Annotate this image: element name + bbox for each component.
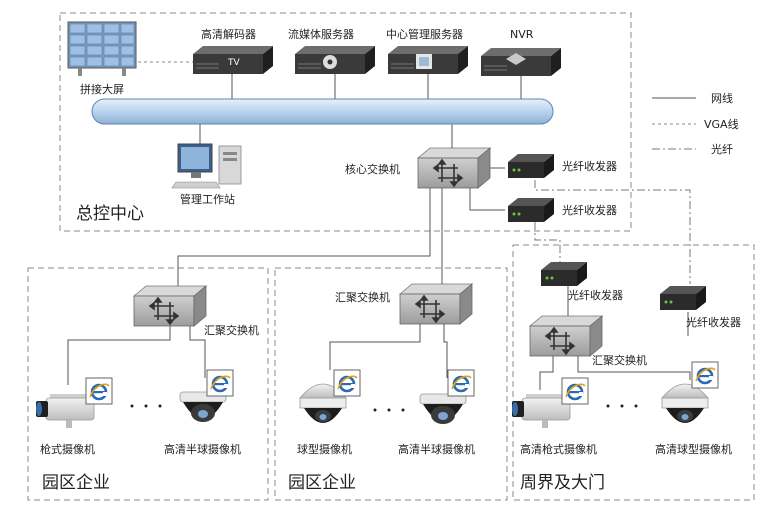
hd-gun-camera-label: 高清枪式摄像机 (520, 442, 597, 456)
nvr (480, 47, 562, 77)
hd-dome-camera (661, 360, 720, 424)
dots-zone1 (130, 404, 162, 408)
hd-decoder: TV (192, 45, 274, 75)
tv-badge: TV (227, 58, 240, 68)
mgmt-workstation (171, 143, 242, 189)
hd-decoder-label: 高清解码器 (201, 27, 256, 41)
optical-fibers (534, 180, 691, 284)
legend-vga-cable: VGA线 (704, 117, 739, 131)
fiber-transceiver-4 (660, 286, 706, 310)
backbone-bus (91, 98, 554, 125)
dots-zone3 (606, 404, 638, 408)
fiber-transceiver-3-label: 光纤收发器 (568, 288, 623, 302)
zone-control-center-label: 总控中心 (76, 204, 144, 224)
mgmt-workstation-label: 管理工作站 (180, 192, 235, 206)
aggregation-switch-3 (529, 315, 603, 357)
video-wall-label: 拼接大屏 (80, 82, 124, 96)
fiber-transceiver-2 (508, 198, 554, 222)
dome-camera-label: 球型摄像机 (297, 442, 352, 456)
legend-optical-fiber: 光纤 (711, 142, 733, 156)
hd-dome-camera-label: 高清球型摄像机 (655, 442, 732, 456)
aggregation-switch-1-label: 汇聚交换机 (204, 323, 259, 337)
hd-half-dome-camera-2 (419, 368, 476, 425)
hd-half-dome-camera-1 (179, 368, 235, 423)
zone-frames (27, 12, 755, 501)
aggregation-switch-2 (399, 283, 473, 325)
central-mgmt-server-label: 中心管理服务器 (386, 27, 463, 41)
fiber-transceiver-3 (541, 262, 587, 286)
hd-gun-camera (511, 376, 590, 429)
legend-network-cable: 网线 (711, 91, 733, 105)
dots-zone2 (373, 408, 405, 412)
network-cables (67, 72, 691, 390)
gun-camera (35, 376, 114, 429)
central-mgmt-server (387, 45, 469, 75)
aggregation-switch-2-label: 汇聚交换机 (335, 290, 390, 304)
aggregation-switch-1 (133, 285, 207, 327)
streaming-server-label: 流媒体服务器 (288, 27, 354, 41)
legend (652, 97, 696, 150)
gun-camera-label: 枪式摄像机 (40, 442, 95, 456)
fiber-transceiver-1-label: 光纤收发器 (562, 159, 617, 173)
zone-park-enterprise-2-label: 园区企业 (288, 473, 356, 493)
fiber-transceiver-1 (508, 154, 554, 178)
hd-half-dome-camera-1-label: 高清半球摄像机 (164, 442, 241, 456)
streaming-server (294, 45, 376, 75)
core-switch-label: 核心交换机 (345, 162, 400, 176)
video-wall (67, 21, 137, 76)
dome-camera (299, 368, 362, 424)
fiber-transceiver-2-label: 光纤收发器 (562, 203, 617, 217)
aggregation-switch-3-label: 汇聚交换机 (592, 353, 647, 367)
fiber-transceiver-4-label: 光纤收发器 (686, 315, 741, 329)
nvr-label: NVR (510, 28, 534, 41)
zone-perimeter-gate-label: 周界及大门 (520, 473, 605, 493)
zone-park-enterprise-1-label: 园区企业 (42, 473, 110, 493)
hd-half-dome-camera-2-label: 高清半球摄像机 (398, 442, 475, 456)
core-switch (417, 147, 491, 189)
